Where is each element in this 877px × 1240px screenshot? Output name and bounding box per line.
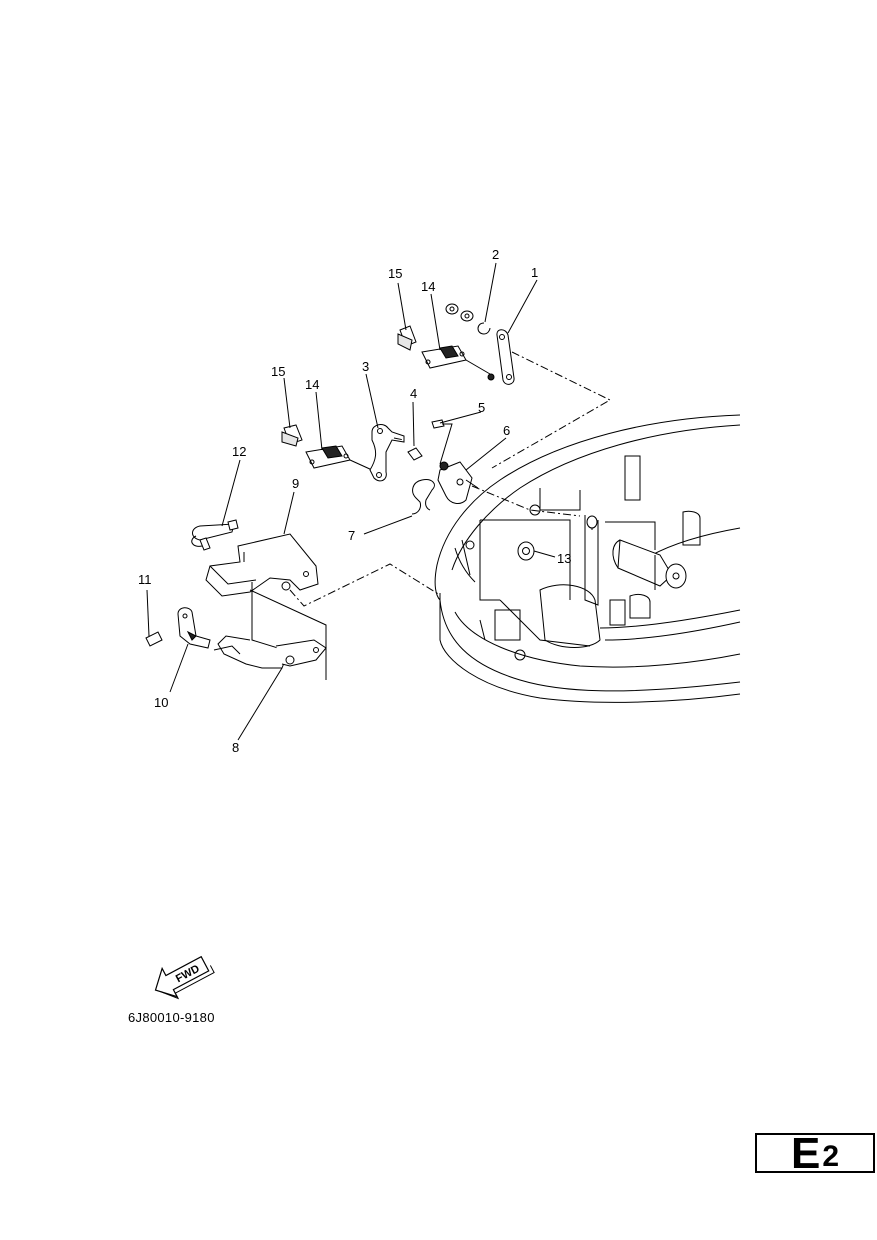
- callout-1: 1: [531, 265, 538, 280]
- part-15-clip-upper: [397, 325, 417, 351]
- part-2-washers: [445, 303, 491, 335]
- part-9-bracket-plate: [205, 533, 319, 597]
- fwd-arrow-icon: FWD: [154, 955, 215, 1000]
- callout-5: 5: [478, 400, 485, 415]
- callout-14-upper: 14: [421, 279, 435, 294]
- callout-13: 13: [557, 551, 571, 566]
- part-7-spring: [411, 479, 435, 515]
- callout-6: 6: [503, 423, 510, 438]
- callout-15-upper: 15: [388, 266, 402, 281]
- callout-3: 3: [362, 359, 369, 374]
- part-14-joint-upper: [421, 345, 491, 375]
- part-15-clip-lower: [281, 424, 303, 447]
- sheet-code: E 2: [757, 1129, 873, 1178]
- callout-8: 8: [232, 740, 239, 755]
- callout-2: 2: [492, 247, 499, 262]
- sheet-letter: E: [790, 1129, 821, 1178]
- callout-9: 9: [292, 476, 299, 491]
- part-1-link-rod: [487, 329, 515, 385]
- callout-numbers: 1 2 3 4 5 6 7 8 9 10 11 12 13 14 15 14 1…: [138, 247, 571, 755]
- part-6-lever-bracket: [437, 461, 479, 504]
- callout-11: 11: [138, 572, 152, 587]
- callout-12: 12: [232, 444, 246, 459]
- callout-leaders: [146, 262, 556, 741]
- part-number: 6J80010-9180: [128, 1010, 215, 1025]
- sheet-number: 2: [822, 1140, 840, 1173]
- part-8-lower-bracket: [213, 582, 327, 680]
- part-11-pin: [145, 631, 163, 647]
- bottom-cowling: [434, 414, 741, 703]
- part-4-washer: [407, 447, 423, 461]
- part-5-pin: [431, 419, 453, 465]
- callout-14-lower: 14: [305, 377, 319, 392]
- callout-15-lower: 15: [271, 364, 285, 379]
- callout-4: 4: [410, 386, 417, 401]
- part-10-clamp: [177, 607, 211, 649]
- part-14-joint-lower: [305, 445, 373, 471]
- sheet-code-box: E 2: [755, 1129, 875, 1178]
- part-3-lever: [369, 424, 405, 482]
- assembly-lines: [289, 351, 612, 607]
- callout-10: 10: [154, 695, 168, 710]
- part-12-u-bolt: [191, 519, 239, 551]
- callout-7: 7: [348, 528, 355, 543]
